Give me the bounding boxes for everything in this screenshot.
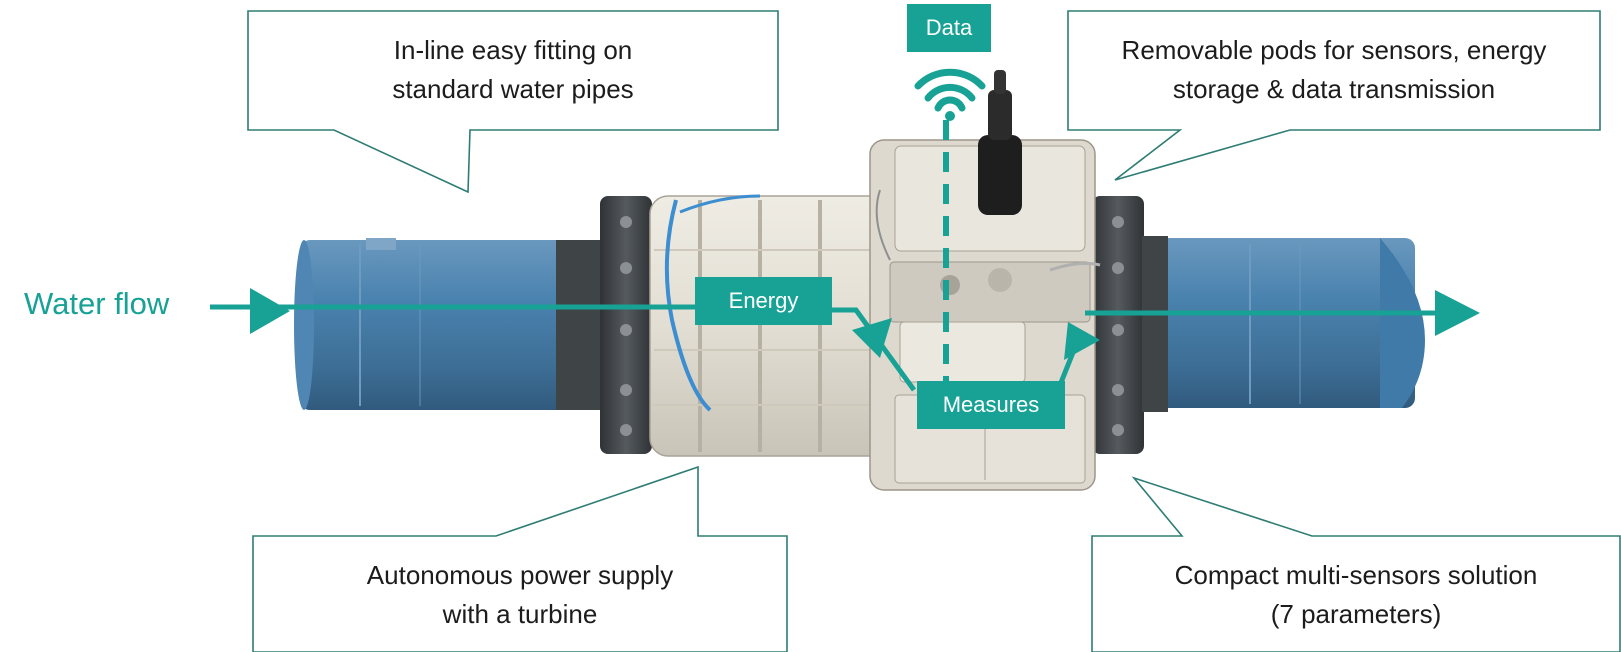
flow-arrow-out xyxy=(1435,290,1480,336)
callout-bubble-inline-fitting xyxy=(247,10,779,194)
measures-label: Measures xyxy=(917,381,1065,429)
sensor-probe xyxy=(978,70,1022,215)
measures-arrow xyxy=(1064,322,1100,360)
turbine-housing xyxy=(649,194,901,457)
water-flow-path xyxy=(210,288,1480,336)
data-label: Data xyxy=(907,4,991,52)
left-water-pipe xyxy=(294,238,605,410)
callout-power-supply: Autonomous power supply with a turbine xyxy=(366,560,674,629)
callout-multi-sensors: Compact multi-sensors solution (7 parame… xyxy=(1174,560,1538,629)
left-flange xyxy=(556,196,652,454)
right-water-pipe xyxy=(1150,238,1425,408)
energy-connector xyxy=(832,307,917,392)
energy-arrow xyxy=(852,318,892,358)
water-flow-label: Water flow xyxy=(24,286,170,321)
callout-bubble-power-supply xyxy=(252,465,788,652)
flow-arrow-in xyxy=(250,288,290,334)
callout-bubble-multi-sensors xyxy=(1091,476,1621,652)
callout-removable-pods: Removable pods for sensors, energy stora… xyxy=(1121,35,1547,104)
wifi-icon xyxy=(914,68,986,121)
callout-inline-fitting: In-line easy fitting on standard water p… xyxy=(392,35,634,104)
callout-bubble-removable-pods xyxy=(1067,10,1601,181)
right-flange xyxy=(1092,196,1168,454)
energy-label: Energy xyxy=(695,277,832,325)
